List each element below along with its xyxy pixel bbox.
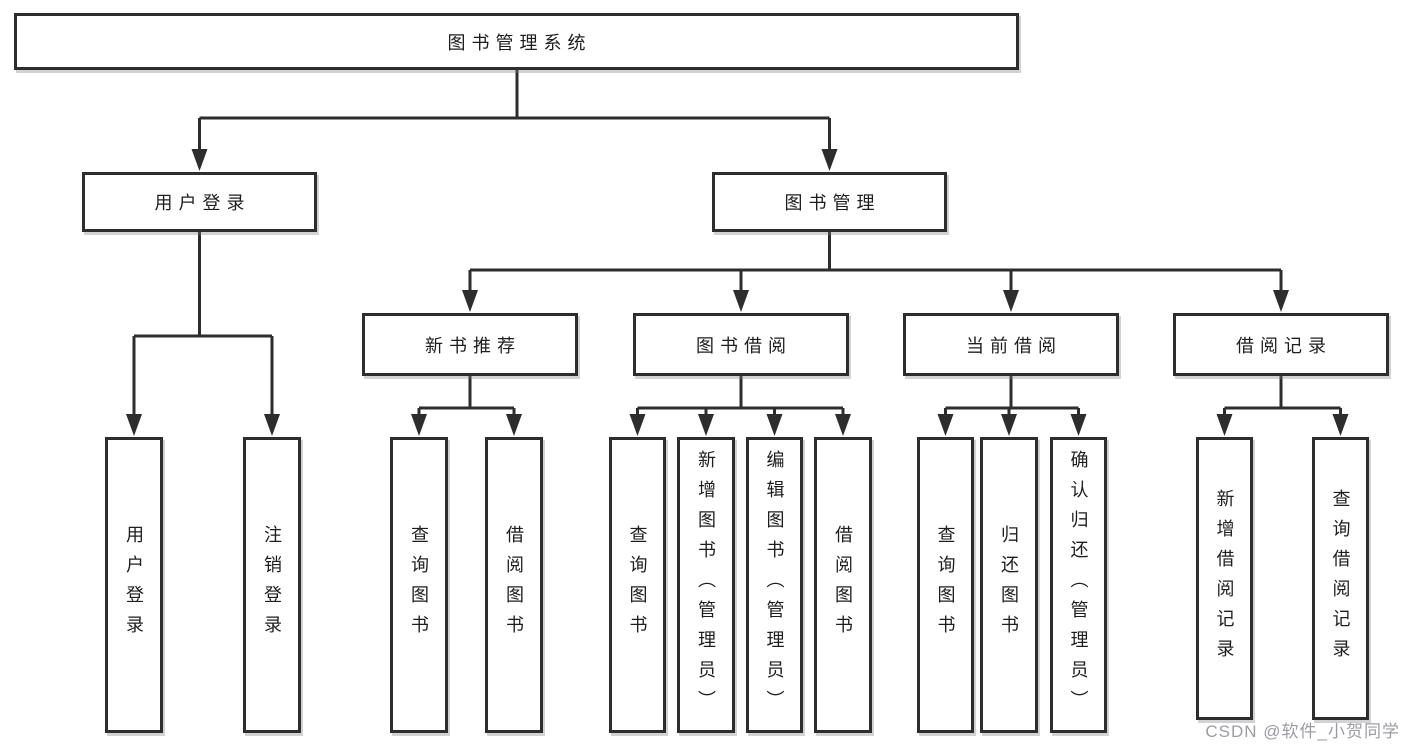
leaf-cb-return-books: 归还图书 (980, 437, 1038, 733)
arrowhead (835, 414, 851, 436)
leaf-label: 借阅图书 (833, 525, 853, 645)
node-label: 用户登录 (154, 193, 251, 213)
arrowhead (937, 414, 954, 436)
leaf-label: 新增借阅记录 (1214, 488, 1235, 669)
arrowhead (1216, 414, 1233, 436)
node-label: 新书推荐 (425, 335, 521, 356)
arrowhead (1332, 414, 1349, 436)
arrowhead (1273, 290, 1289, 312)
leaf-logout-login: 注销登录 (243, 437, 301, 733)
arrowhead (629, 414, 646, 436)
arrowhead (411, 414, 427, 436)
leaf-label: 用户登录 (124, 525, 144, 645)
leaf-br-add-record: 新增借阅记录 (1196, 437, 1253, 720)
leaf-label: 借阅图书 (504, 525, 524, 645)
arrowhead (1001, 414, 1017, 436)
leaf-nb-query-books: 查询图书 (390, 437, 448, 733)
node-new-book-recommend: 新书推荐 (362, 313, 578, 376)
arrowhead (264, 414, 280, 436)
leaf-bb-edit-books-admin: 编辑图书（管理员） (746, 437, 803, 733)
node-user-login: 用户登录 (82, 172, 317, 232)
leaf-bb-borrow-books: 借阅图书 (814, 437, 872, 733)
node-library-system: 图书管理系统 (14, 13, 1019, 70)
leaf-cb-query-books: 查询图书 (917, 437, 974, 733)
leaf-bb-query-books: 查询图书 (609, 437, 666, 733)
leaf-label: 注销登录 (262, 525, 282, 645)
leaf-nb-borrow-books: 借阅图书 (485, 437, 543, 733)
leaf-bb-add-books-admin: 新增图书（管理员） (677, 437, 735, 733)
leaf-label: 编辑图书（管理员） (764, 450, 785, 720)
arrowhead (1070, 414, 1087, 436)
arrowhead (698, 414, 714, 436)
leaf-label: 查询图书 (935, 525, 956, 645)
node-label: 当前借阅 (966, 335, 1062, 356)
leaf-label: 查询借阅记录 (1330, 488, 1351, 669)
arrowhead (191, 149, 208, 171)
node-label: 借阅记录 (1236, 335, 1332, 356)
node-label: 图书借阅 (696, 335, 792, 356)
arrowhead (506, 414, 522, 436)
node-borrow-records: 借阅记录 (1173, 313, 1389, 376)
arrowhead (733, 290, 749, 312)
node-label: 图书管理 (784, 193, 881, 213)
leaf-label: 归还图书 (999, 525, 1019, 645)
node-book-borrow: 图书借阅 (633, 313, 849, 376)
node-label: 图书管理系统 (447, 32, 592, 53)
leaf-label: 查询图书 (409, 525, 429, 645)
leaf-user-login: 用户登录 (105, 437, 163, 733)
arrowhead (126, 414, 142, 436)
leaf-cb-confirm-return-admin: 确认归还（管理员） (1050, 437, 1107, 733)
watermark: CSDN @软件_小贺同学 (1205, 722, 1400, 741)
node-current-borrow: 当前借阅 (903, 313, 1119, 376)
leaf-label: 新增图书（管理员） (696, 450, 716, 720)
arrowhead (821, 149, 838, 171)
arrowhead (462, 290, 478, 312)
leaf-label: 查询图书 (627, 525, 648, 645)
arrowhead (766, 414, 783, 436)
leaf-label: 确认归还（管理员） (1068, 450, 1089, 720)
node-book-management: 图书管理 (712, 172, 947, 232)
leaf-br-query-record: 查询借阅记录 (1312, 437, 1369, 720)
arrowhead (1003, 290, 1019, 312)
